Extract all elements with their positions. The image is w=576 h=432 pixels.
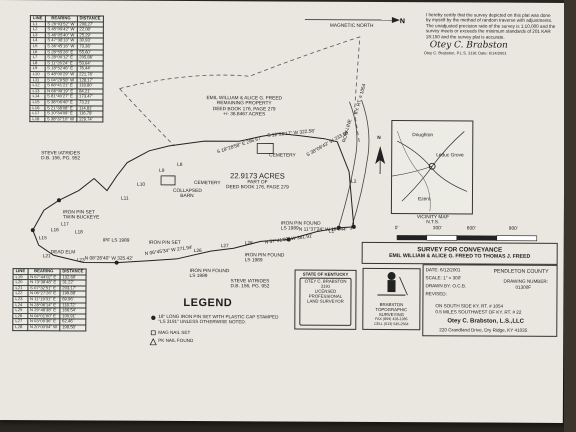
line-label: L17 [60, 222, 69, 228]
pin-set-label: IRON PIN SET [148, 240, 181, 246]
plat-drawing [32, 36, 370, 264]
line-label: L1 [328, 229, 335, 235]
legend-iron-pin: 18" LONG IRON PIN SET WITH PLASTIC CAP S… [158, 313, 279, 325]
vicinity-map: Doughton Leduc Grove Ezera [390, 120, 474, 215]
remaining-property-outline [119, 36, 361, 142]
scale-value: 1" = 300' [443, 275, 462, 281]
neighbor-2-label: STEVE IATRIDES D.B. 156, PG. 952 [230, 279, 270, 290]
place-doughton: Doughton [412, 133, 434, 139]
magnetic-north-arrow: N [304, 17, 405, 25]
line-label: L26 [193, 249, 202, 255]
line-label: L9 [159, 168, 165, 174]
cemetery-2-label: CEMETERY [194, 181, 221, 187]
bearing-cell: N 20°00'04" W [27, 324, 60, 331]
drawing-info-box: DATE: 6/12/2001 SCALE: 1" = 300' DRAWN B… [422, 264, 558, 337]
scale-tick-300: 300' [432, 226, 442, 232]
line-label: L27 [220, 244, 229, 250]
cemetery-1-label: CEMETERY [269, 153, 296, 159]
surveyor-figure-icon [377, 272, 408, 296]
remaining-property-label: EMIL WILLIAM & ALICE G. FREED REMAINING … [206, 96, 283, 118]
line-label: L2 [351, 179, 357, 185]
line-label: L28 [244, 241, 253, 247]
distance-cell: 198.58' [59, 324, 86, 331]
drawing-number-value: 01300F [515, 284, 532, 290]
line-label: L11 [120, 196, 129, 202]
surveyor-seal: STATE OF KENTUCKY OTEY C. BRABSTON 3191 … [294, 269, 357, 330]
company-name: Otey C. Brabston, L.S.,LLC [447, 318, 525, 325]
legend-title: LEGEND [183, 296, 233, 310]
pin-found-2-label: IRON PIN FOUND LS 1989 [244, 253, 285, 264]
pin-found-3-label: IRON PIN FOUND LS 1989 [189, 268, 230, 280]
drawing-number-label: DRAWING NUMBER: [503, 278, 549, 284]
ipf-label: IPF LS 1989 [102, 238, 130, 244]
company-address: 220 Grandland Drive, Dry Ridge, KY 41035 [439, 327, 528, 333]
legend-mag-nail: MAG NAIL SET [158, 329, 191, 336]
iron-pin-icon [151, 315, 156, 321]
location-line-2: 0.5 MILES SOUTHWEST OF KY. RT. # 22 [435, 309, 522, 315]
drawn-by-value: O.C.B. [452, 283, 467, 289]
tract-boundary [32, 132, 355, 264]
line-label: L8 [177, 162, 183, 168]
collapsed-barn-label: COLLAPSED BARN [172, 188, 202, 200]
scale-tick-600: 600' [466, 226, 476, 232]
svg-text:N: N [400, 18, 405, 25]
vicinity-map-label: VICINITY MAP N.T.S. [416, 215, 449, 226]
page-edge-shadow [564, 0, 576, 432]
line-label: L21 [42, 254, 51, 260]
pin-twin-buckeye-label: IRON PIN SET TWIN BUCKEYE [62, 210, 100, 221]
place-ezera: Ezera [417, 197, 431, 203]
line-label: L16 [50, 228, 59, 234]
county-label: PENDLETON COUNTY [493, 268, 549, 275]
surveyor-logo: BRABSTON TOPOGRAPHIC SURVEYING FAX (859)… [362, 267, 421, 331]
cemetery-2-box [160, 175, 176, 186]
acreage-label: 22.9173 ACRES PART OF DEED BOOK 176, PAG… [226, 171, 289, 191]
bearing-d: N 11°37'24" W 184.44' [298, 227, 347, 233]
title-block: SURVEY FOR CONVEYANCE EMIL WILLIAM & ALI… [361, 241, 558, 265]
dead-elm-label: DEAD ELM [50, 250, 76, 256]
line-label: L10 [137, 182, 146, 188]
scale-tick-900: 900' [508, 226, 518, 232]
location-line-1: ON SOUTH SIDE KY. RT. # 1054 [435, 303, 504, 309]
scale-bar [396, 234, 538, 242]
legend-pk-nail: PK NAIL FOUND [158, 337, 194, 344]
line-label: L23 [76, 258, 85, 264]
survey-subtitle: EMIL WILLIAM & ALICE G. FREED TO THOMAS … [389, 253, 531, 260]
revised-label: REVISED: [425, 291, 447, 297]
line-cell: L28 [12, 324, 28, 331]
place-leduc-grove: Leduc Grove [436, 153, 464, 159]
bearing-b: N 08°26'40" W 325.42' [84, 256, 133, 262]
pk-nail-icon [149, 338, 157, 346]
mag-nail-icon [150, 330, 156, 336]
neighbor-1-label: STEVE IATRIDES D.B. 156, PG. 952 [41, 151, 81, 162]
north-arrow-icon [375, 145, 386, 174]
date-value: 6/12/2001 [440, 267, 461, 273]
scale-tick-0: 0' [394, 226, 399, 232]
line-label: L15 [38, 236, 47, 242]
legend-symbols [149, 315, 157, 346]
line-label: L18 [74, 230, 83, 236]
cemetery-1-box [256, 142, 274, 154]
north-label: N [377, 135, 381, 141]
